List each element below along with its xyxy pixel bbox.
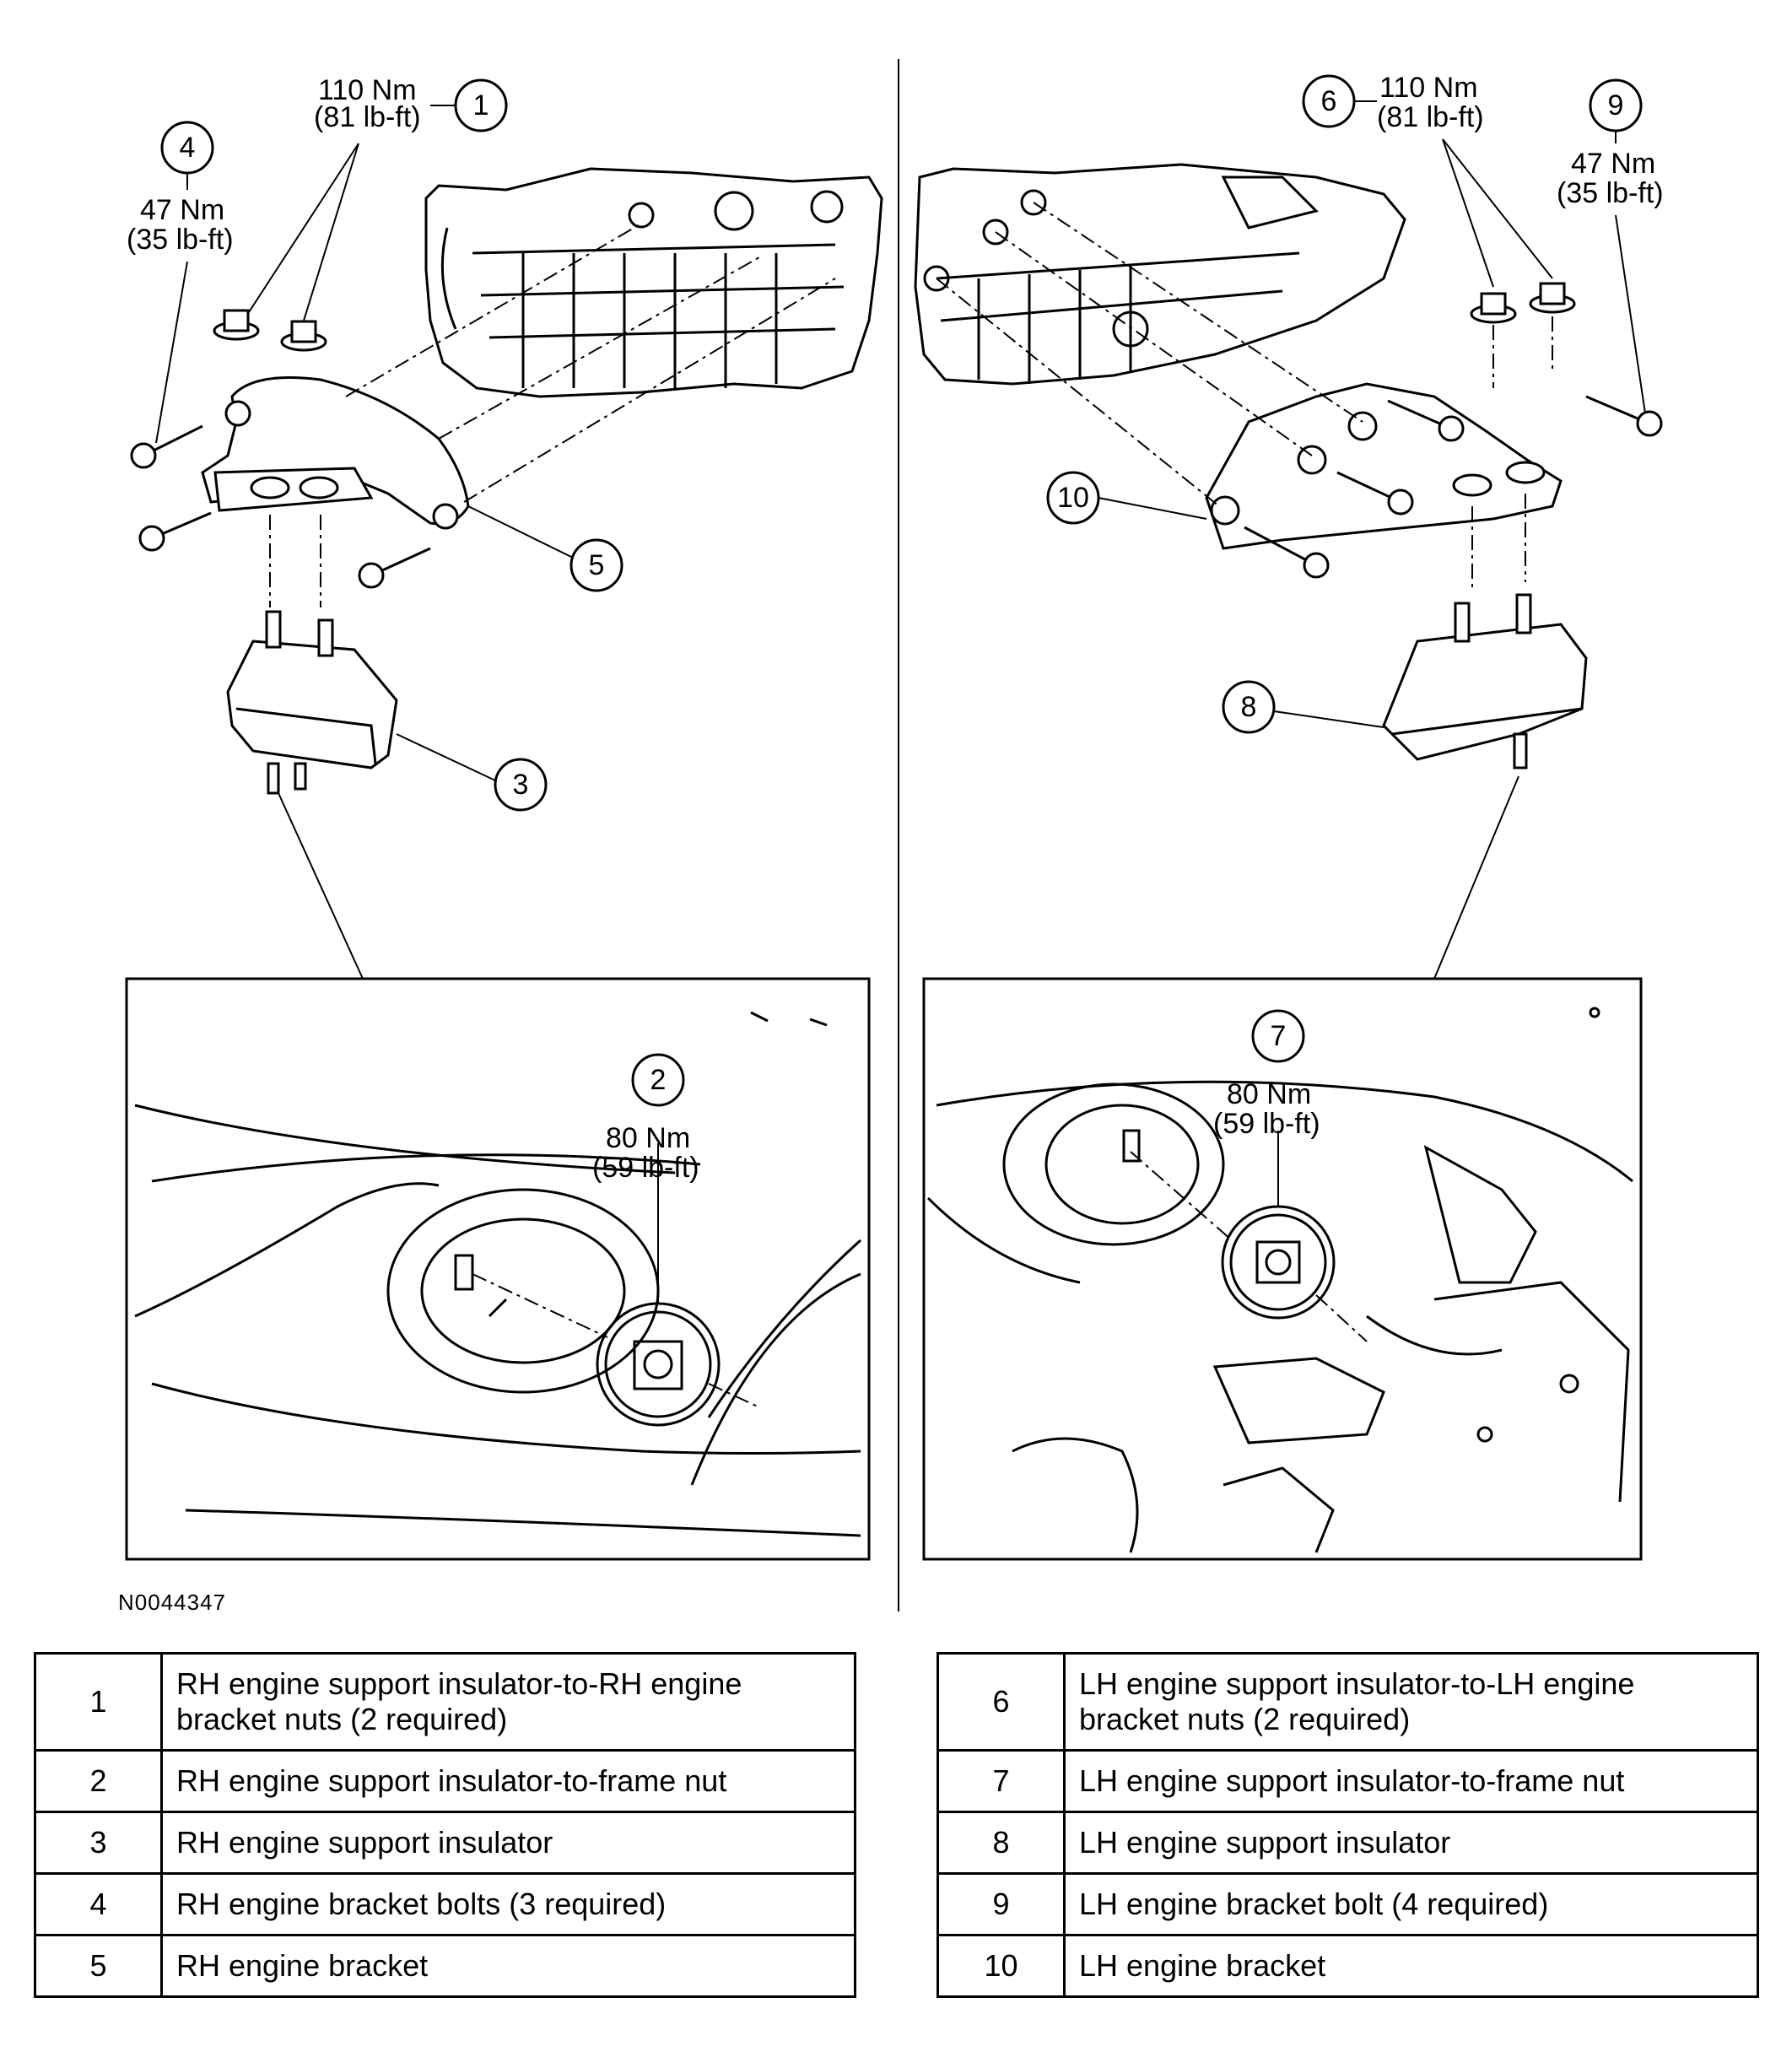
legend-description: LH engine support insulator-to-LH engine…: [1063, 1652, 1759, 1752]
lh-bracket-bolts: [1244, 395, 1663, 579]
legend-description: RH engine support insulator: [160, 1811, 856, 1875]
rh-legend-table: 1 RH engine support insulator-to-RH engi…: [34, 1652, 856, 1998]
lh-bracket-nuts: [1470, 282, 1576, 324]
rh-engine-support-insulator: [226, 610, 398, 795]
callout-7: 7 80 Nm (59 lb-ft): [1213, 1009, 1320, 1140]
callout-1-torque-lbft: (81 lb-ft): [314, 101, 421, 133]
callout-9: 9 47 Nm (35 lb-ft): [1557, 78, 1664, 414]
legend-description: RH engine bracket bolts (3 required): [160, 1872, 856, 1936]
legend-number: 1: [34, 1652, 163, 1752]
callout-2: 2 80 Nm (59 lb-ft): [592, 1053, 699, 1184]
callout-9-number: 9: [1608, 89, 1624, 121]
rh-alignment-lines: [269, 223, 836, 607]
callout-5-number: 5: [589, 549, 605, 581]
table-row: 7 LH engine support insulator-to-frame n…: [936, 1749, 1759, 1813]
lh-legend-table: 6 LH engine support insulator-to-LH engi…: [936, 1652, 1759, 1998]
legend-description: LH engine bracket: [1063, 1934, 1759, 1998]
rh-engine-block: [424, 167, 883, 398]
engine-mount-diagram: 1 110 Nm (81 lb-ft) 4 47 Nm (35 lb-ft) 5…: [125, 59, 1664, 1612]
callout-4: 4 47 Nm (35 lb-ft): [127, 121, 234, 444]
lh-detail-inset: [922, 977, 1643, 1561]
legend-description: LH engine support insulator: [1063, 1811, 1759, 1875]
callout-6-torque-nm: 110 Nm: [1379, 72, 1478, 104]
table-row: 10 LH engine bracket: [936, 1934, 1759, 1998]
rh-bracket-bolts: [130, 424, 431, 589]
callout-7-number: 7: [1271, 1020, 1287, 1052]
lh-engine-block: [914, 163, 1406, 386]
legend-number: 9: [936, 1872, 1066, 1936]
table-row: 6 LH engine support insulator-to-LH engi…: [936, 1652, 1759, 1752]
callout-4-number: 4: [180, 132, 196, 164]
callout-2-number: 2: [650, 1064, 667, 1096]
callout-10: 10: [1046, 471, 1207, 525]
callout-4-torque-lbft: (35 lb-ft): [127, 224, 234, 256]
table-row: 4 RH engine bracket bolts (3 required): [34, 1872, 856, 1936]
legend-number: 6: [936, 1652, 1066, 1752]
legend-description: RH engine support insulator-to-frame nut: [160, 1749, 856, 1813]
legend-number: 7: [936, 1749, 1066, 1813]
legend-description: RH engine support insulator-to-RH engine…: [160, 1652, 856, 1752]
lh-engine-bracket: [1205, 382, 1563, 550]
table-row: 3 RH engine support insulator: [34, 1811, 856, 1875]
lh-detail-leader: [1433, 775, 1519, 980]
legend-number: 4: [34, 1872, 163, 1936]
legend-description: LH engine support insulator-to-frame nut: [1063, 1749, 1759, 1813]
table-row: 5 RH engine bracket: [34, 1934, 856, 1998]
callout-6-number: 6: [1321, 85, 1337, 117]
legend-number: 10: [936, 1934, 1066, 1998]
rh-detail-inset: [125, 977, 871, 1561]
legend-number: 3: [34, 1811, 163, 1875]
callout-7-torque-nm: 80 Nm: [1227, 1078, 1311, 1110]
legend-description: LH engine bracket bolt (4 required): [1063, 1872, 1759, 1936]
callout-8: 8: [1222, 680, 1384, 734]
callout-3: 3: [396, 733, 548, 812]
legend-description: RH engine bracket: [160, 1934, 856, 1998]
rh-detail-leader: [278, 792, 364, 980]
callout-8-number: 8: [1241, 691, 1257, 723]
lh-engine-support-insulator: [1382, 593, 1588, 769]
callout-7-torque-lbft: (59 lb-ft): [1213, 1108, 1320, 1140]
callout-9-torque-nm: 47 Nm: [1571, 148, 1655, 180]
rh-engine-bracket: [201, 376, 470, 530]
rh-bracket-nuts: [213, 309, 327, 352]
callout-6-torque-lbft: (81 lb-ft): [1377, 101, 1484, 133]
table-row: 8 LH engine support insulator: [936, 1811, 1759, 1875]
table-row: 2 RH engine support insulator-to-frame n…: [34, 1749, 856, 1813]
callout-5: 5: [467, 505, 623, 592]
callout-2-torque-nm: 80 Nm: [606, 1122, 690, 1154]
table-row: 9 LH engine bracket bolt (4 required): [936, 1872, 1759, 1936]
callout-6: 6 110 Nm (81 lb-ft): [1302, 72, 1553, 288]
callout-10-number: 10: [1057, 482, 1089, 514]
callout-4-torque-nm: 47 Nm: [140, 194, 224, 226]
figure-id: N0044347: [118, 1590, 226, 1615]
legend-number: 8: [936, 1811, 1066, 1875]
lh-alignment-lines: [936, 202, 1553, 591]
callout-9-torque-lbft: (35 lb-ft): [1557, 177, 1664, 209]
callout-1: 1 110 Nm (81 lb-ft): [248, 74, 508, 321]
callout-3-number: 3: [513, 769, 529, 801]
callout-1-number: 1: [473, 89, 489, 121]
callout-1-torque-nm: 110 Nm: [318, 74, 417, 106]
callout-2-torque-lbft: (59 lb-ft): [592, 1152, 699, 1184]
legend-number: 5: [34, 1934, 163, 1998]
legend-number: 2: [34, 1749, 163, 1813]
table-row: 1 RH engine support insulator-to-RH engi…: [34, 1652, 856, 1752]
